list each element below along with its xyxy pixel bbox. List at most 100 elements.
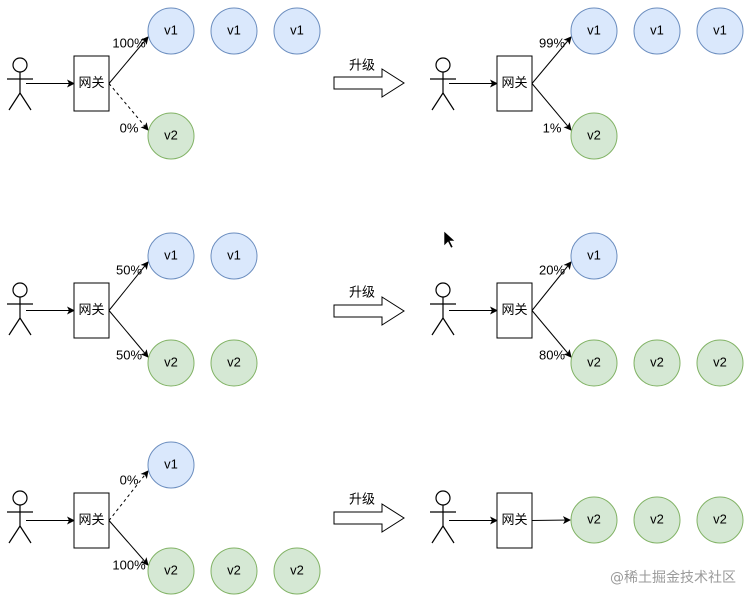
traffic-percent-bottom: 100% (112, 557, 146, 572)
gateway-label: 网关 (78, 302, 104, 317)
traffic-percent-top: 0% (120, 472, 139, 487)
service-node-v2 (147, 339, 195, 387)
node-label: v2 (587, 511, 601, 526)
service-node-v2 (696, 339, 744, 387)
route-arrow-top (531, 36, 572, 84)
upgrade-label: 升级 (349, 57, 375, 72)
node-label: v1 (227, 247, 241, 262)
service-node-v1 (147, 441, 195, 489)
person-icon (430, 57, 456, 111)
route-arrow-bottom (531, 310, 572, 358)
node-label: v1 (164, 22, 178, 37)
service-node-v2 (147, 547, 195, 595)
node-label: v2 (227, 562, 241, 577)
service-node-v1 (210, 7, 258, 55)
person-leg-right (442, 317, 455, 336)
upgrade-arrow-icon (333, 503, 405, 533)
service-node-v2 (633, 339, 681, 387)
node-label: v2 (713, 511, 727, 526)
service-node-v1 (570, 7, 618, 55)
person-head (435, 490, 451, 506)
person-icon (430, 490, 456, 544)
route-arrow-bottom (108, 310, 149, 358)
person-icon (7, 57, 33, 111)
node-label: v2 (164, 354, 178, 369)
service-node-v1 (633, 7, 681, 55)
person-icon (7, 282, 33, 336)
route-arrow-bottom (531, 83, 572, 131)
node-label: v2 (227, 354, 241, 369)
person-leg-left (8, 317, 21, 336)
node-label: v2 (650, 354, 664, 369)
gateway-label: 网关 (501, 302, 527, 317)
person-leg-right (442, 525, 455, 544)
person-leg-right (19, 92, 32, 111)
person-head (435, 57, 451, 73)
gateway-label: 网关 (78, 75, 104, 90)
service-node-v2 (633, 496, 681, 544)
traffic-percent-bottom: 50% (116, 347, 142, 362)
node-label: v2 (587, 127, 601, 142)
person-head (12, 282, 28, 298)
service-node-v1 (696, 7, 744, 55)
before-panel-2: 网关 v1 v1 50% v2 v2 50% (7, 232, 258, 387)
gateway-label: 网关 (78, 512, 104, 527)
service-node-v1 (210, 232, 258, 280)
node-label: v1 (290, 22, 304, 37)
route-arrow-top (108, 470, 149, 521)
service-node-v2 (696, 496, 744, 544)
node-label: v2 (650, 511, 664, 526)
traffic-percent-top: 100% (112, 35, 146, 50)
cursor-icon (443, 230, 456, 249)
service-node-v1 (570, 232, 618, 280)
service-node-v2 (570, 339, 618, 387)
person-leg-left (431, 92, 444, 111)
person-leg-left (8, 92, 21, 111)
traffic-percent-bottom: 0% (120, 120, 139, 135)
node-label: v1 (164, 247, 178, 262)
traffic-percent-top: 50% (116, 262, 142, 277)
service-node-v1 (147, 232, 195, 280)
person-leg-left (431, 317, 444, 336)
person-leg-left (8, 525, 21, 544)
gateway-box (496, 282, 533, 339)
upgrade-label: 升级 (349, 491, 375, 506)
person-icon (7, 490, 33, 544)
person-head (435, 282, 451, 298)
person-icon (430, 282, 456, 336)
route-arrow-top (531, 261, 572, 311)
route-arrow-bottom (108, 520, 149, 566)
gateway-label: 网关 (501, 512, 527, 527)
traffic-percent-bottom: 1% (543, 120, 562, 135)
traffic-percent-bottom: 80% (539, 347, 565, 362)
after-panel-3: 网关 v2 v2 v2 (430, 490, 744, 549)
traffic-percent-top: 99% (539, 35, 565, 50)
upgrade-label: 升级 (349, 284, 375, 299)
before-panel-1: 网关 v1 v1 v1 100% v2 0% (7, 7, 321, 160)
service-node-v1 (273, 7, 321, 55)
gateway-box (496, 492, 533, 549)
node-label: v2 (587, 354, 601, 369)
person-leg-left (431, 525, 444, 544)
person-head (12, 490, 28, 506)
node-label: v1 (164, 456, 178, 471)
gateway-label: 网关 (501, 75, 527, 90)
service-node-v2 (210, 547, 258, 595)
traffic-percent-top: 20% (539, 262, 565, 277)
route-arrow-top (108, 261, 149, 311)
upgrade-arrow-icon (333, 68, 405, 98)
gateway-box (73, 282, 110, 339)
service-node-v2 (570, 112, 618, 160)
person-head (12, 57, 28, 73)
node-label: v2 (164, 127, 178, 142)
route-arrow-bottom (108, 83, 149, 131)
node-label: v1 (227, 22, 241, 37)
service-node-v2 (147, 112, 195, 160)
node-label: v1 (587, 247, 601, 262)
watermark-text: @稀土掘金技术社区 (610, 570, 736, 586)
upgrade-step-2: 升级 (333, 284, 405, 326)
node-label: v1 (650, 22, 664, 37)
upgrade-arrow-icon (333, 296, 405, 326)
